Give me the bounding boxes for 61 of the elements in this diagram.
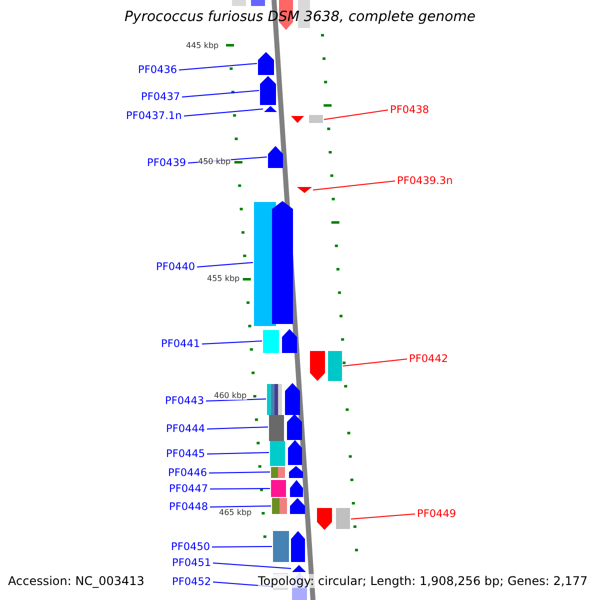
leader-line bbox=[312, 180, 396, 190]
leader-line bbox=[324, 110, 388, 120]
leader-line bbox=[178, 63, 258, 70]
scale-label: 455 kbp bbox=[207, 274, 240, 283]
leader-line bbox=[202, 340, 262, 344]
gene-label: PF0450 bbox=[171, 541, 210, 553]
leader-line bbox=[342, 358, 408, 366]
gene-feature bbox=[273, 531, 305, 562]
leader-line bbox=[206, 452, 270, 454]
gene-feature bbox=[254, 201, 293, 326]
gene-label: PF0447 bbox=[169, 483, 208, 495]
gene-label: PF0446 bbox=[168, 467, 208, 479]
gene-feature bbox=[271, 466, 303, 478]
leader-line bbox=[212, 546, 272, 548]
gene-label: PF0439 bbox=[147, 157, 186, 169]
gene-label: PF0438 bbox=[390, 104, 430, 116]
gene-feature bbox=[270, 440, 302, 466]
gene-label: PF0443 bbox=[165, 395, 204, 407]
scale-label: 465 kbp bbox=[219, 508, 252, 517]
gene-label: PF0449 bbox=[417, 508, 456, 520]
gene-label: PF0451 bbox=[172, 557, 212, 569]
leader-line bbox=[184, 108, 264, 116]
leader-line bbox=[206, 426, 268, 430]
gene-label: PF0437.1n bbox=[126, 110, 182, 122]
leader-line bbox=[350, 514, 416, 520]
gene-label: PF0448 bbox=[169, 501, 208, 513]
gene-feature bbox=[272, 498, 305, 514]
gene-feature bbox=[297, 187, 312, 193]
footer-text: Accession: NC_003413 bbox=[8, 574, 144, 588]
gene-label: PF0440 bbox=[156, 261, 196, 273]
gene-label: PF0442 bbox=[409, 353, 448, 365]
gene-feature bbox=[263, 329, 297, 353]
gene-feature bbox=[251, 0, 265, 6]
gene-label: PF0439.3n bbox=[397, 175, 453, 187]
gene-feature bbox=[310, 351, 342, 381]
gene-label: PF0436 bbox=[138, 64, 178, 76]
footer-text: Topology: circular; Length: 1,908,256 bp; Genes: 2,177 bbox=[258, 574, 588, 588]
scale-label: 445 kbp bbox=[186, 41, 219, 50]
leader-line bbox=[206, 398, 266, 402]
gene-feature bbox=[269, 414, 302, 441]
gene-feature bbox=[268, 146, 283, 168]
leader-line bbox=[212, 562, 292, 569]
leader-line bbox=[210, 488, 270, 490]
leader-line bbox=[208, 472, 270, 474]
gene-label: PF0437 bbox=[141, 91, 180, 103]
gene-label: PF0452 bbox=[172, 576, 212, 588]
leader-line bbox=[210, 506, 272, 508]
gene-label: PF0441 bbox=[161, 338, 200, 350]
title: Pyrococcus furiosus DSM 3638, complete genome bbox=[123, 9, 476, 25]
gene-feature bbox=[267, 383, 300, 415]
leader-line bbox=[182, 90, 260, 98]
gene-feature bbox=[317, 508, 350, 530]
gene-feature bbox=[232, 0, 246, 6]
scale-label: 450 kbp bbox=[198, 157, 231, 166]
gene-feature bbox=[291, 115, 323, 123]
gene-label: PF0445 bbox=[166, 448, 206, 460]
gene-feature bbox=[271, 480, 303, 497]
leader-line bbox=[196, 262, 254, 268]
gene-feature bbox=[258, 52, 274, 75]
gene-label: PF0444 bbox=[166, 423, 206, 435]
scale-label: 460 kbp bbox=[214, 391, 247, 400]
